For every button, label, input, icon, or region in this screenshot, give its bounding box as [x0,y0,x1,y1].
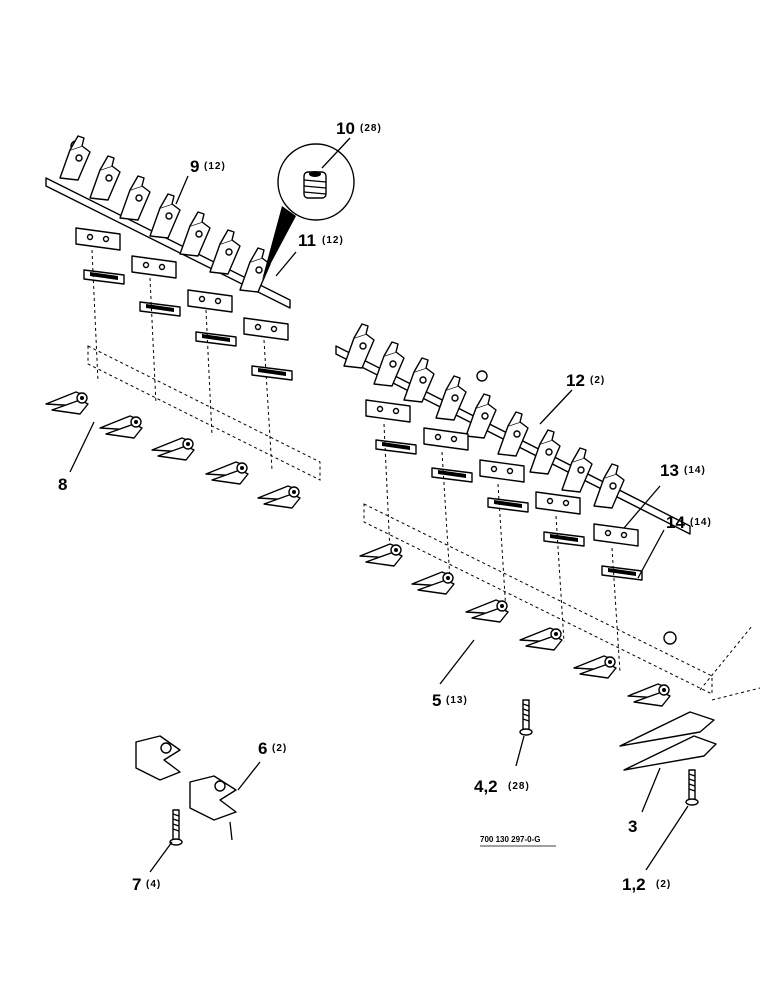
left-knife-assembly [45,135,321,509]
right-wear-plate [593,523,639,547]
callout-14: 14 (14) [666,513,712,532]
right-guard [627,683,671,707]
left-section [179,211,211,257]
left-guard [151,437,195,461]
callout-10: 10 (28) [336,119,382,138]
callout-6: 6 (2) [258,739,287,758]
right-guard [411,571,455,595]
right-clip [375,439,417,455]
svg-text:5: 5 [432,691,441,710]
callout-5: 5 (13) [432,691,468,710]
right-rivet-head [476,370,488,382]
right-clip [487,497,529,513]
left-wear-plate [131,255,177,279]
end-guard-bolt-cap [663,631,677,645]
bolt-1-2 [685,769,699,806]
svg-text:(28): (28) [360,123,382,134]
svg-text:(13): (13) [446,695,468,706]
left-section [209,229,241,275]
left-section [59,135,91,181]
svg-text:14: 14 [666,513,685,532]
svg-text:(4): (4) [146,879,161,890]
callout-3: 3 [628,817,637,836]
left-knife-back [45,177,291,309]
right-guard [573,655,617,679]
left-guard [45,391,89,415]
callout-4-2: 4,2 (28) [474,777,530,796]
right-knife-assembly [335,323,761,806]
right-wear-plate [479,459,525,483]
bolt-7 [169,809,183,846]
callout-7: 7 (4) [132,875,161,894]
svg-text:12: 12 [566,371,585,390]
svg-text:(12): (12) [322,235,344,246]
leader-lines [69,137,689,873]
callout-1-2: 1,2 (2) [622,875,671,894]
left-wear-plate [187,289,233,313]
left-clip [139,301,181,317]
left-clip [195,331,237,347]
callout-13: 13 (14) [660,461,706,480]
svg-text:(14): (14) [684,465,706,476]
callout-12: 12 (2) [566,371,605,390]
svg-text:10: 10 [336,119,355,138]
svg-text:6: 6 [258,739,267,758]
svg-text:(2): (2) [656,879,671,890]
left-clip [83,269,125,285]
right-frame-outline [699,625,761,701]
left-wear-plate [75,227,121,251]
svg-text:9: 9 [190,157,199,176]
figure-reference-code: 700 130 297-0-G [480,835,541,844]
left-guard [257,485,301,509]
detail-bubble-10 [262,143,355,280]
svg-text:(2): (2) [590,375,605,386]
right-section [343,323,375,369]
end-guard [623,735,717,771]
left-section [119,175,151,221]
right-clip [543,531,585,547]
callout-9: 9 (12) [190,157,226,176]
right-guard [465,599,509,623]
svg-text:4,2: 4,2 [474,777,498,796]
right-guard [519,627,563,651]
callout-8: 8 [58,475,67,494]
svg-text:(12): (12) [204,161,226,172]
right-clip [431,467,473,483]
svg-text:1,2: 1,2 [622,875,646,894]
svg-text:(28): (28) [508,781,530,792]
left-alignment-line [91,249,273,471]
right-clip [601,565,643,581]
left-section [149,193,181,239]
left-guard [99,415,143,439]
end-guard [619,711,715,747]
right-guard [359,543,403,567]
left-wear-plate [243,317,289,341]
left-guard [205,461,249,485]
right-wear-plate [423,427,469,451]
svg-text:8: 8 [58,475,67,494]
right-cutterbar-outline [363,503,713,695]
left-clip [251,365,293,381]
callout-11: 11 (12) [298,231,344,250]
svg-text:3: 3 [628,817,637,836]
left-section [89,155,121,201]
right-wear-plate [535,491,581,515]
left-cutterbar-outline [87,345,321,481]
right-wear-plate [365,399,411,423]
spare-guards [135,735,237,846]
svg-text:(14): (14) [690,517,712,528]
svg-text:13: 13 [660,461,679,480]
svg-text:11: 11 [298,231,316,250]
bolt-4-2 [519,699,533,736]
svg-text:(2): (2) [272,743,287,754]
svg-text:7: 7 [132,875,141,894]
